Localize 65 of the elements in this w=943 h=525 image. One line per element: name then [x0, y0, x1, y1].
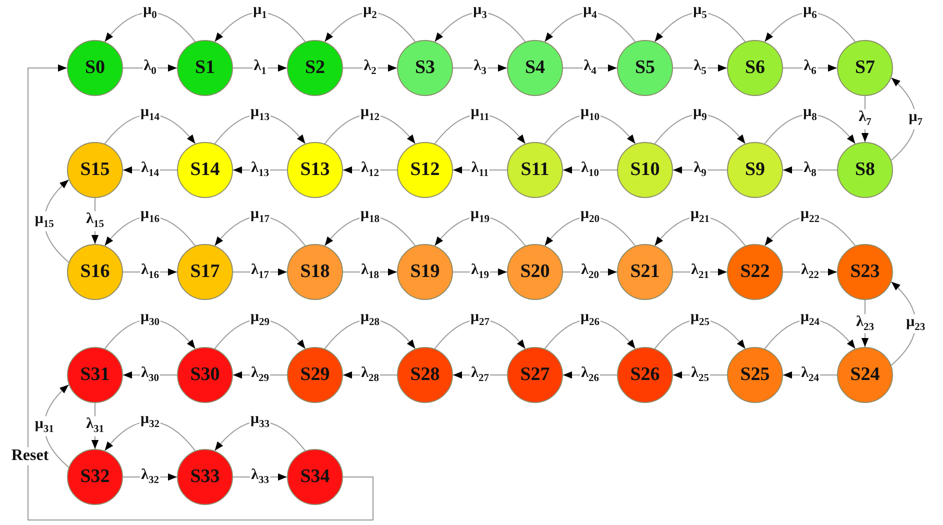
state-label: S29 [300, 364, 330, 386]
state-label: S5 [634, 57, 656, 79]
transition-arrow [890, 281, 916, 366]
transition-arrow [214, 12, 306, 42]
edge-label: μ$_{31}$ [34, 416, 55, 436]
state-label: S32 [80, 466, 110, 488]
transition-arrow [28, 64, 374, 520]
state-label: S15 [80, 159, 110, 181]
transition-arrow [764, 12, 856, 42]
transition-arrow [654, 318, 746, 350]
transition-arrow [44, 384, 70, 468]
state-label: S21 [630, 261, 660, 283]
transition-arrow [654, 114, 746, 144]
state-label: S34 [300, 466, 330, 488]
edge-label: μ$_{7}$ [908, 109, 924, 129]
transition-arrow [91, 402, 99, 450]
state-label: S3 [414, 57, 436, 79]
transition-arrow [861, 300, 869, 348]
edge-label: μ$_{23}$ [905, 314, 926, 334]
transition-arrow [764, 114, 856, 144]
edge-label: μ$_{15}$ [34, 211, 55, 231]
state-label: S10 [630, 159, 660, 181]
state-label: S26 [630, 364, 660, 386]
transition-arrow [324, 12, 416, 42]
transition-arrow [104, 216, 196, 246]
transition-arrow [544, 318, 636, 350]
state-label: S11 [520, 159, 550, 181]
state-label: S7 [854, 57, 876, 79]
state-label: S4 [524, 57, 546, 79]
edge-label: λ$_{7}$ [858, 109, 872, 129]
transition-arrow [434, 12, 526, 42]
state-label: S30 [190, 364, 220, 386]
state-label: S8 [854, 159, 876, 181]
transition-arrow [44, 179, 70, 263]
state-label: S31 [80, 364, 110, 386]
transition-arrow [544, 12, 636, 42]
state-label: S14 [190, 159, 220, 181]
state-label: S1 [194, 57, 216, 79]
state-label: S28 [410, 364, 440, 386]
edge-label: λ$_{23}$ [855, 314, 875, 334]
state-label: S24 [850, 364, 880, 386]
edge-label: λ$_{15}$ [85, 211, 105, 231]
state-label: S27 [520, 364, 550, 386]
state-label: S33 [190, 466, 220, 488]
state-label: S6 [744, 57, 766, 79]
transition-arrow [104, 12, 196, 42]
transition-arrow [890, 77, 916, 161]
state-label: S2 [304, 57, 326, 79]
state-label: S19 [410, 261, 440, 283]
state-label: S22 [740, 261, 770, 283]
state-label: S16 [80, 261, 110, 283]
state-label: S18 [300, 261, 330, 283]
state-label: S9 [744, 159, 766, 181]
state-label: S0 [84, 57, 106, 79]
state-label: S12 [410, 159, 440, 181]
state-label: S23 [850, 261, 880, 283]
state-label: S20 [520, 261, 550, 283]
state-label: S25 [740, 364, 770, 386]
edge-label: λ$_{31}$ [85, 416, 105, 436]
state-label: S17 [190, 261, 220, 283]
state-label: S13 [300, 159, 330, 181]
transition-arrow [861, 96, 869, 142]
transition-arrow [654, 12, 746, 42]
transition-arrow [91, 198, 99, 244]
edge-label: Reset [10, 447, 50, 465]
